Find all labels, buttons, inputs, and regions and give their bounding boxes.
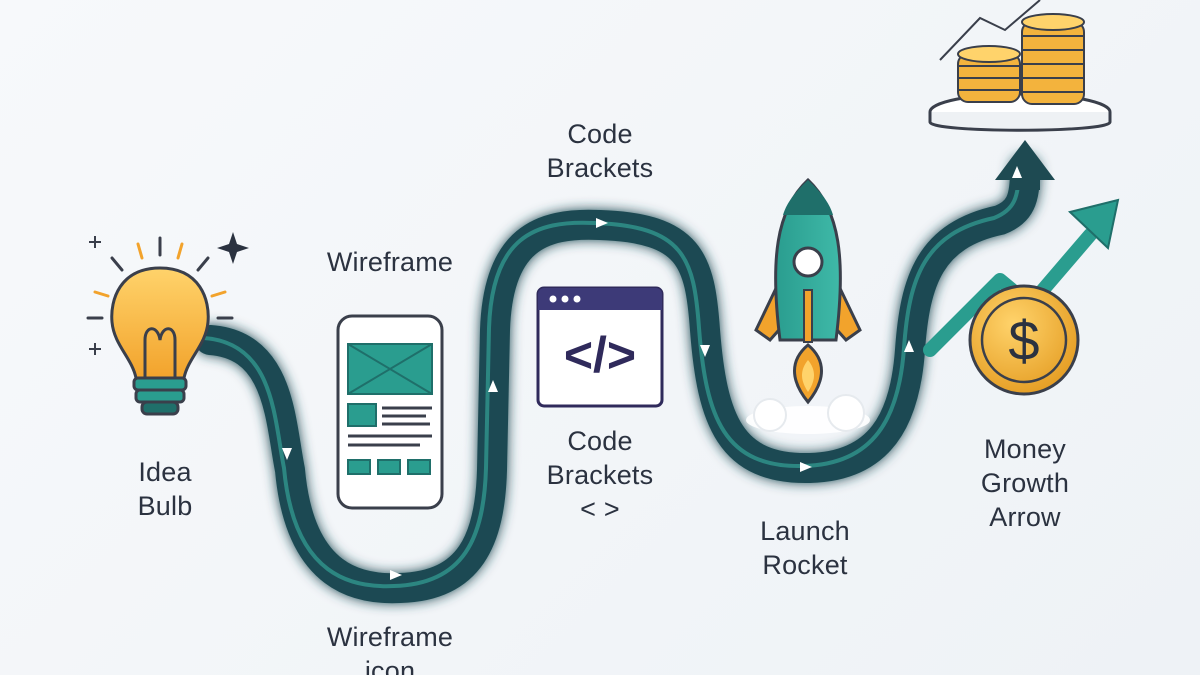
dollar-glyph: $ [1008,309,1039,372]
label-wireframe: Wireframe [326,247,454,277]
code-brackets-glyph: </> [564,327,636,383]
journey-path [195,140,1055,604]
label-wireframe-icon: Wireframe icon [326,622,454,675]
rocket-icon [746,177,870,434]
star-sparkle-icon [217,232,249,264]
wireframe-phone-icon [336,314,444,510]
sparkle-icon [89,236,101,355]
label-launch-rocket: Launch Rocket [760,516,850,580]
code-window-icon: </> [536,286,664,408]
label-code-brackets-top: Code Brackets [546,119,654,183]
label-money-growth-arrow: Money Growth Arrow [980,434,1070,532]
label-idea-bulb: Idea Bulb [137,457,193,521]
path-arrowhead [995,140,1055,190]
direction-arrows [282,166,1022,580]
coin-stacks-icon [928,0,1112,132]
lightbulb-icon [86,236,234,416]
label-code-brackets-bottom: Code Brackets < > [546,426,654,524]
dollar-coin-icon: $ [968,284,1080,396]
